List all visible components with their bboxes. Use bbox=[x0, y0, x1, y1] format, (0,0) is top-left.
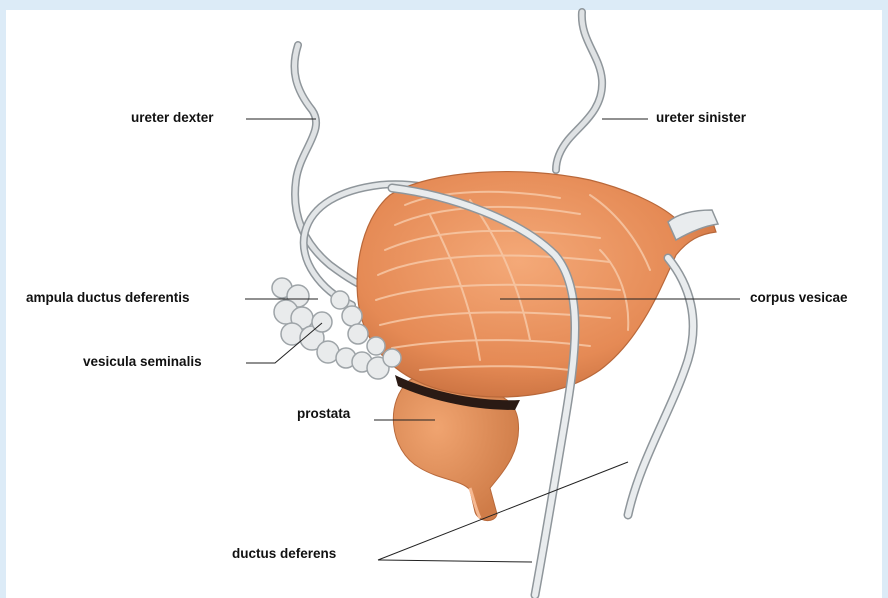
label-ureter-sinister: ureter sinister bbox=[656, 110, 746, 126]
label-prostata: prostata bbox=[297, 406, 350, 422]
ureter-sinister bbox=[556, 12, 602, 170]
label-corpus-vesicae: corpus vesicae bbox=[750, 290, 848, 306]
leader-ductus-1 bbox=[378, 462, 628, 560]
label-ductus-deferens: ductus deferens bbox=[232, 546, 336, 562]
corpus-vesicae bbox=[357, 172, 718, 397]
label-ureter-dexter: ureter dexter bbox=[131, 110, 214, 126]
label-ampula: ampula ductus deferentis bbox=[26, 290, 190, 306]
label-vesicula: vesicula seminalis bbox=[83, 354, 202, 370]
leader-ductus-2 bbox=[378, 560, 532, 562]
